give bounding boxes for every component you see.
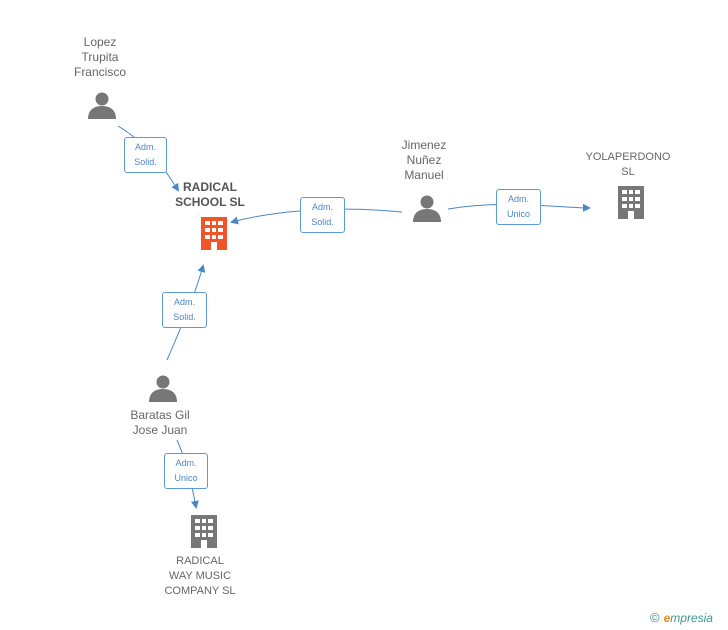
building-icon[interactable] <box>199 217 229 251</box>
company-name-yolaperdono[interactable]: YOLAPERDONO SL <box>585 151 671 178</box>
person-name-baratas[interactable]: Baratas Gil Jose Juan <box>130 408 190 437</box>
building-icon[interactable] <box>189 515 219 549</box>
person-icon[interactable] <box>412 193 442 223</box>
company-name-radical-way[interactable]: RADICAL WAY MUSIC COMPANY SL <box>164 555 236 597</box>
relation-baratas-way[interactable]: Adm. Unico <box>164 453 208 489</box>
company-name-radical-school[interactable]: RADICAL SCHOOL SL <box>175 180 245 209</box>
copyright-symbol: © <box>650 610 660 625</box>
person-icon[interactable] <box>87 90 117 120</box>
person-icon[interactable] <box>148 373 178 403</box>
person-name-lopez[interactable]: Lopez Trupita Francisco <box>73 35 126 79</box>
brand-wordmark: empresia <box>663 610 713 625</box>
building-icon[interactable] <box>616 186 646 220</box>
empresia-logo[interactable]: © empresia <box>650 610 713 625</box>
relation-baratas-school[interactable]: Adm. Solid. <box>162 292 207 328</box>
person-name-jimenez[interactable]: Jimenez Nuñez Manuel <box>401 138 447 182</box>
relation-lopez-school[interactable]: Adm. Solid. <box>124 137 167 173</box>
relation-jimenez-school[interactable]: Adm. Solid. <box>300 197 345 233</box>
relation-jimenez-yola[interactable]: Adm. Unico <box>496 189 541 225</box>
